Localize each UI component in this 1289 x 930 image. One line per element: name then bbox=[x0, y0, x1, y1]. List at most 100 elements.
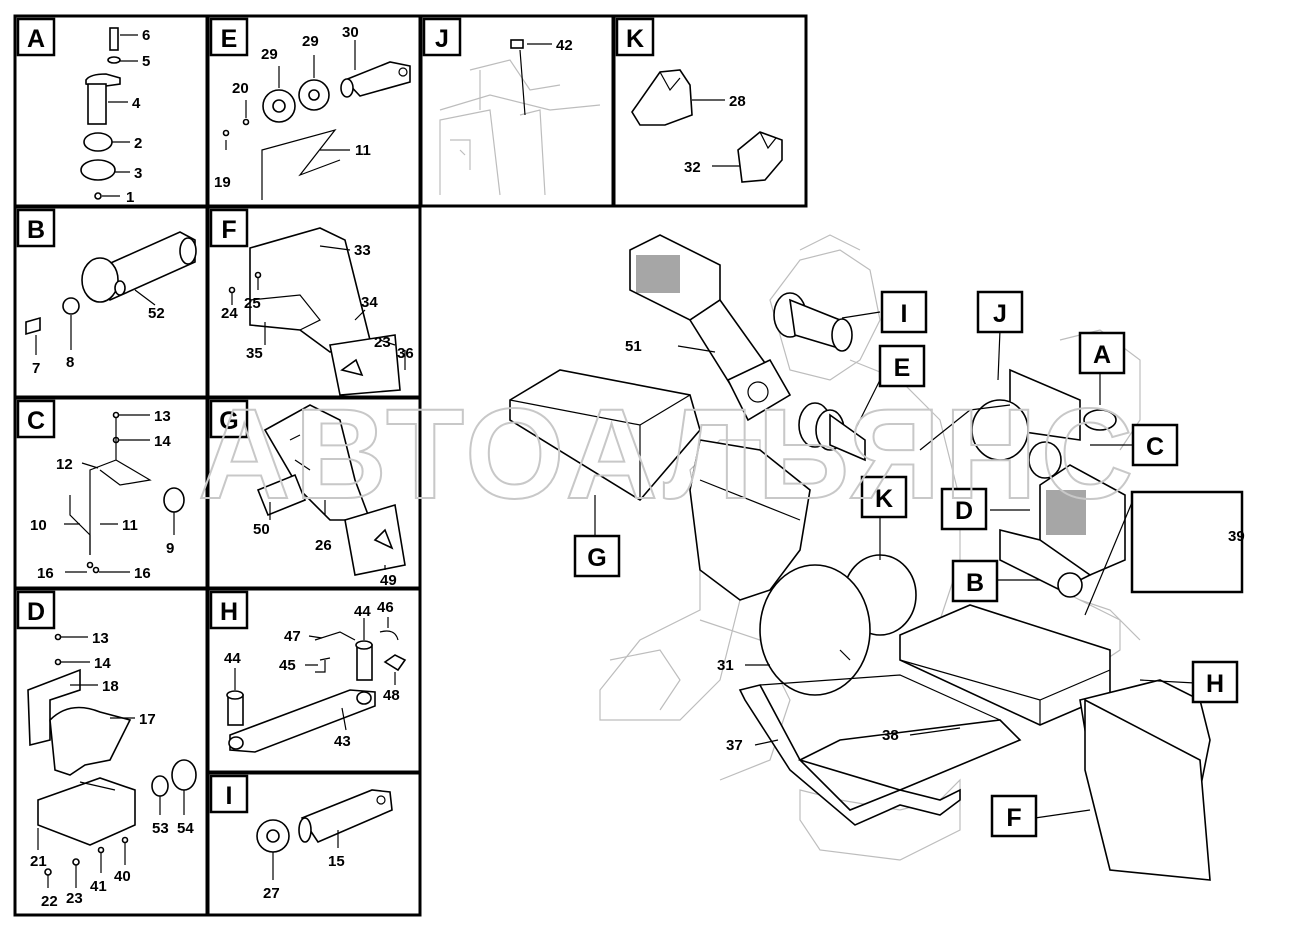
svg-text:21: 21 bbox=[30, 853, 47, 870]
svg-text:26: 26 bbox=[315, 537, 332, 554]
svg-text:13: 13 bbox=[92, 630, 109, 647]
panel-letter-a: A bbox=[16, 17, 56, 57]
svg-text:41: 41 bbox=[90, 878, 107, 895]
main-light-bracket-top bbox=[629, 234, 792, 422]
svg-text:36: 36 bbox=[397, 345, 414, 362]
main-label-31: 31 bbox=[717, 657, 734, 674]
main-rear-mudguard-left bbox=[689, 439, 811, 601]
main-pin-c-a bbox=[919, 368, 1117, 479]
svg-text:E: E bbox=[221, 25, 238, 53]
svg-text:E: E bbox=[894, 354, 911, 382]
panel-letter-h: H bbox=[209, 590, 249, 630]
svg-text:44: 44 bbox=[354, 603, 371, 620]
svg-text:3: 3 bbox=[134, 165, 142, 182]
svg-text:16: 16 bbox=[134, 565, 151, 582]
svg-text:23: 23 bbox=[374, 334, 391, 351]
svg-text:30: 30 bbox=[342, 24, 359, 41]
panel-letter-i: I bbox=[209, 774, 249, 814]
svg-text:29: 29 bbox=[261, 46, 278, 63]
svg-text:47: 47 bbox=[284, 628, 301, 645]
svg-text:52: 52 bbox=[148, 305, 165, 322]
svg-text:2: 2 bbox=[134, 135, 142, 152]
callout-a: A bbox=[1078, 331, 1126, 375]
panel-letter-k: K bbox=[615, 17, 655, 57]
svg-text:12: 12 bbox=[56, 456, 73, 473]
svg-text:C: C bbox=[1146, 433, 1164, 461]
svg-text:15: 15 bbox=[328, 853, 345, 870]
svg-text:C: C bbox=[27, 407, 45, 435]
panel-frames bbox=[13, 14, 808, 917]
svg-text:14: 14 bbox=[154, 433, 171, 450]
panel-letter-g: G bbox=[209, 399, 249, 439]
svg-text:53: 53 bbox=[152, 820, 169, 837]
main-seat-left-fender bbox=[509, 369, 701, 502]
svg-text:D: D bbox=[955, 497, 973, 525]
callout-d: D bbox=[940, 487, 988, 531]
svg-text:19: 19 bbox=[214, 174, 231, 191]
callout-b: B bbox=[951, 559, 999, 603]
svg-text:25: 25 bbox=[244, 295, 261, 312]
panel-j-parts: 42 bbox=[439, 37, 601, 196]
svg-text:B: B bbox=[27, 216, 45, 244]
svg-text:43: 43 bbox=[334, 733, 351, 750]
panel-letter-e: E bbox=[209, 17, 249, 57]
svg-text:48: 48 bbox=[383, 687, 400, 704]
svg-text:28: 28 bbox=[729, 93, 746, 110]
main-cover-31 bbox=[759, 554, 917, 696]
panel-c-parts: 13 14 12 10 11 9 16 16 bbox=[30, 408, 185, 582]
svg-text:4: 4 bbox=[132, 95, 141, 112]
svg-text:44: 44 bbox=[224, 650, 241, 667]
svg-text:11: 11 bbox=[122, 517, 138, 534]
svg-text:14: 14 bbox=[94, 655, 111, 672]
main-pin-e bbox=[798, 402, 866, 462]
callout-g: G bbox=[573, 534, 621, 578]
callout-c: C bbox=[1131, 423, 1179, 467]
svg-text:G: G bbox=[587, 544, 606, 572]
svg-text:32: 32 bbox=[684, 159, 701, 176]
main-pin-i bbox=[773, 292, 853, 352]
svg-text:F: F bbox=[1006, 804, 1021, 832]
svg-text:27: 27 bbox=[263, 885, 280, 902]
main-step-frame bbox=[738, 674, 1022, 826]
panel-letter-b: B bbox=[16, 208, 56, 248]
svg-text:22: 22 bbox=[41, 893, 58, 910]
svg-text:40: 40 bbox=[114, 868, 131, 885]
svg-text:23: 23 bbox=[66, 890, 83, 907]
svg-text:8: 8 bbox=[66, 354, 74, 371]
svg-text:K: K bbox=[626, 25, 644, 53]
plate-39-frame bbox=[1130, 490, 1244, 594]
svg-text:K: K bbox=[875, 485, 893, 513]
panel-d-parts: 13 14 18 17 53 54 21 22 23 41 40 bbox=[27, 630, 197, 910]
svg-text:29: 29 bbox=[302, 33, 319, 50]
svg-text:H: H bbox=[220, 598, 238, 626]
svg-text:10: 10 bbox=[30, 517, 47, 534]
svg-text:18: 18 bbox=[102, 678, 119, 695]
svg-text:34: 34 bbox=[361, 294, 378, 311]
panel-b-parts: 52 7 8 bbox=[25, 231, 197, 377]
panel-h-parts: 44 46 47 45 44 48 43 bbox=[224, 599, 407, 753]
svg-text:54: 54 bbox=[177, 820, 194, 837]
svg-text:A: A bbox=[27, 25, 45, 53]
svg-text:50: 50 bbox=[253, 521, 270, 538]
svg-text:I: I bbox=[901, 300, 908, 328]
callout-j: J bbox=[976, 290, 1024, 334]
svg-text:20: 20 bbox=[232, 80, 249, 97]
svg-text:35: 35 bbox=[246, 345, 263, 362]
svg-text:B: B bbox=[966, 569, 984, 597]
panel-letter-c: C bbox=[16, 399, 56, 439]
panel-k-parts: 28 32 bbox=[631, 69, 783, 183]
svg-text:24: 24 bbox=[221, 305, 238, 322]
callout-i: I bbox=[880, 290, 928, 334]
svg-text:I: I bbox=[226, 782, 233, 810]
svg-text:11: 11 bbox=[355, 142, 371, 159]
svg-text:1: 1 bbox=[126, 189, 134, 206]
main-light-right bbox=[999, 464, 1126, 598]
svg-text:D: D bbox=[27, 598, 45, 626]
callout-k: K bbox=[860, 475, 908, 519]
svg-text:13: 13 bbox=[154, 408, 171, 425]
main-label-51: 51 bbox=[625, 338, 642, 355]
svg-text:49: 49 bbox=[380, 572, 397, 589]
main-leaders bbox=[594, 311, 1220, 819]
panel-a-parts: 6 5 4 2 3 1 bbox=[80, 27, 150, 206]
